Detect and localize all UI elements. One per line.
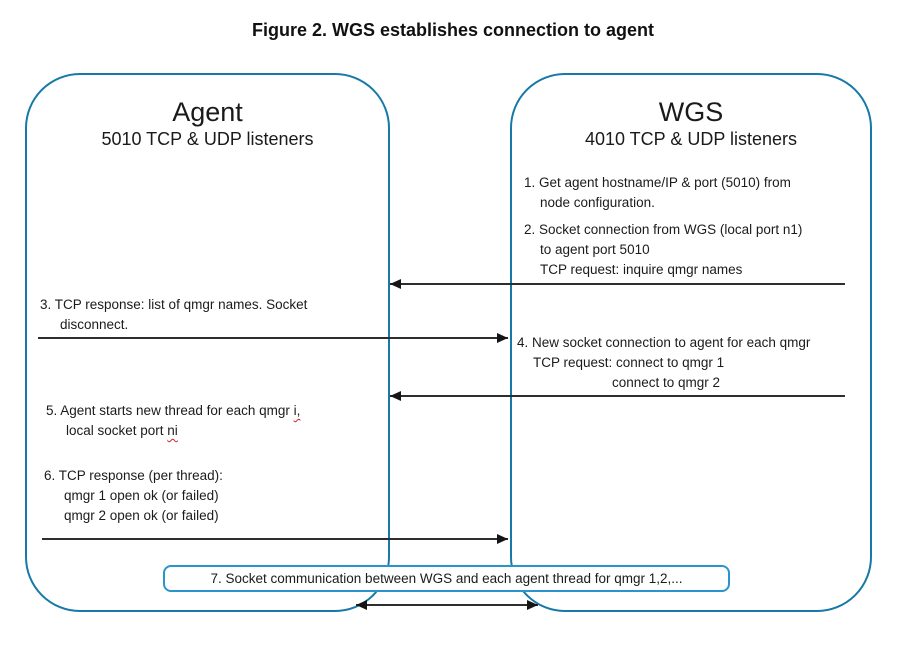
step-4-text: 4. New socket connection to agent for ea…	[517, 333, 810, 393]
step-5-text: 5. Agent starts new thread for each qmgr…	[46, 401, 300, 441]
arrow-step4-wgs-to-agent	[390, 391, 845, 401]
wgs-box: WGS 4010 TCP & UDP listeners	[510, 73, 872, 612]
arrow-step3-agent-to-wgs	[38, 333, 508, 343]
agent-box-title: Agent	[172, 97, 243, 127]
step-2-line-3: TCP request: inquire qmgr names	[540, 262, 743, 277]
step-6-line-1: 6. TCP response (per thread):	[44, 468, 223, 483]
spellcheck-flagged-word: ni	[167, 423, 178, 438]
arrow-step7-bidirectional	[356, 600, 538, 610]
step-4-line-1: 4. New socket connection to agent for ea…	[517, 335, 811, 350]
step-3-line-2: disconnect.	[60, 317, 129, 332]
step-4-line-3: connect to qmgr 2	[612, 375, 721, 390]
step-7-label: 7. Socket communication between WGS and …	[210, 571, 683, 586]
agent-box-subtitle: 5010 TCP & UDP listeners	[101, 129, 314, 149]
step-6-line-2: qmgr 1 open ok (or failed)	[64, 488, 219, 503]
step-3-text: 3. TCP response: list of qmgr names. Soc…	[40, 295, 307, 335]
agent-box: Agent 5010 TCP & UDP listeners	[25, 73, 390, 612]
arrow-step2-wgs-to-agent	[390, 279, 845, 289]
step-5-line-1: 5. Agent starts new thread for each qmgr…	[46, 403, 301, 418]
step-2-text: 2. Socket connection from WGS (local por…	[524, 220, 802, 280]
wgs-box-title: WGS	[658, 97, 724, 127]
wgs-box-subtitle: 4010 TCP & UDP listeners	[584, 129, 798, 149]
step-2-line-1: 2. Socket connection from WGS (local por…	[524, 222, 803, 237]
step-1-line-1: 1. Get agent hostname/IP & port (5010) f…	[524, 175, 791, 190]
arrow-step6-agent-to-wgs	[42, 534, 508, 544]
step-7-box: 7. Socket communication between WGS and …	[163, 565, 730, 592]
step-5-line-2: local socket port ni	[66, 423, 178, 438]
step-1-line-2: node configuration.	[540, 195, 655, 210]
figure-title: Figure 2. WGS establishes connection to …	[251, 20, 655, 40]
step-1-text: 1. Get agent hostname/IP & port (5010) f…	[524, 173, 791, 213]
step-2-line-2: to agent port 5010	[540, 242, 650, 257]
step-3-line-1: 3. TCP response: list of qmgr names. Soc…	[40, 297, 308, 312]
step-6-line-3: qmgr 2 open ok (or failed)	[64, 508, 219, 523]
step-4-line-2: TCP request: connect to qmgr 1	[533, 355, 725, 370]
step-6-text: 6. TCP response (per thread): qmgr 1 ope…	[44, 466, 223, 526]
spellcheck-flagged-word: i,	[293, 403, 301, 418]
